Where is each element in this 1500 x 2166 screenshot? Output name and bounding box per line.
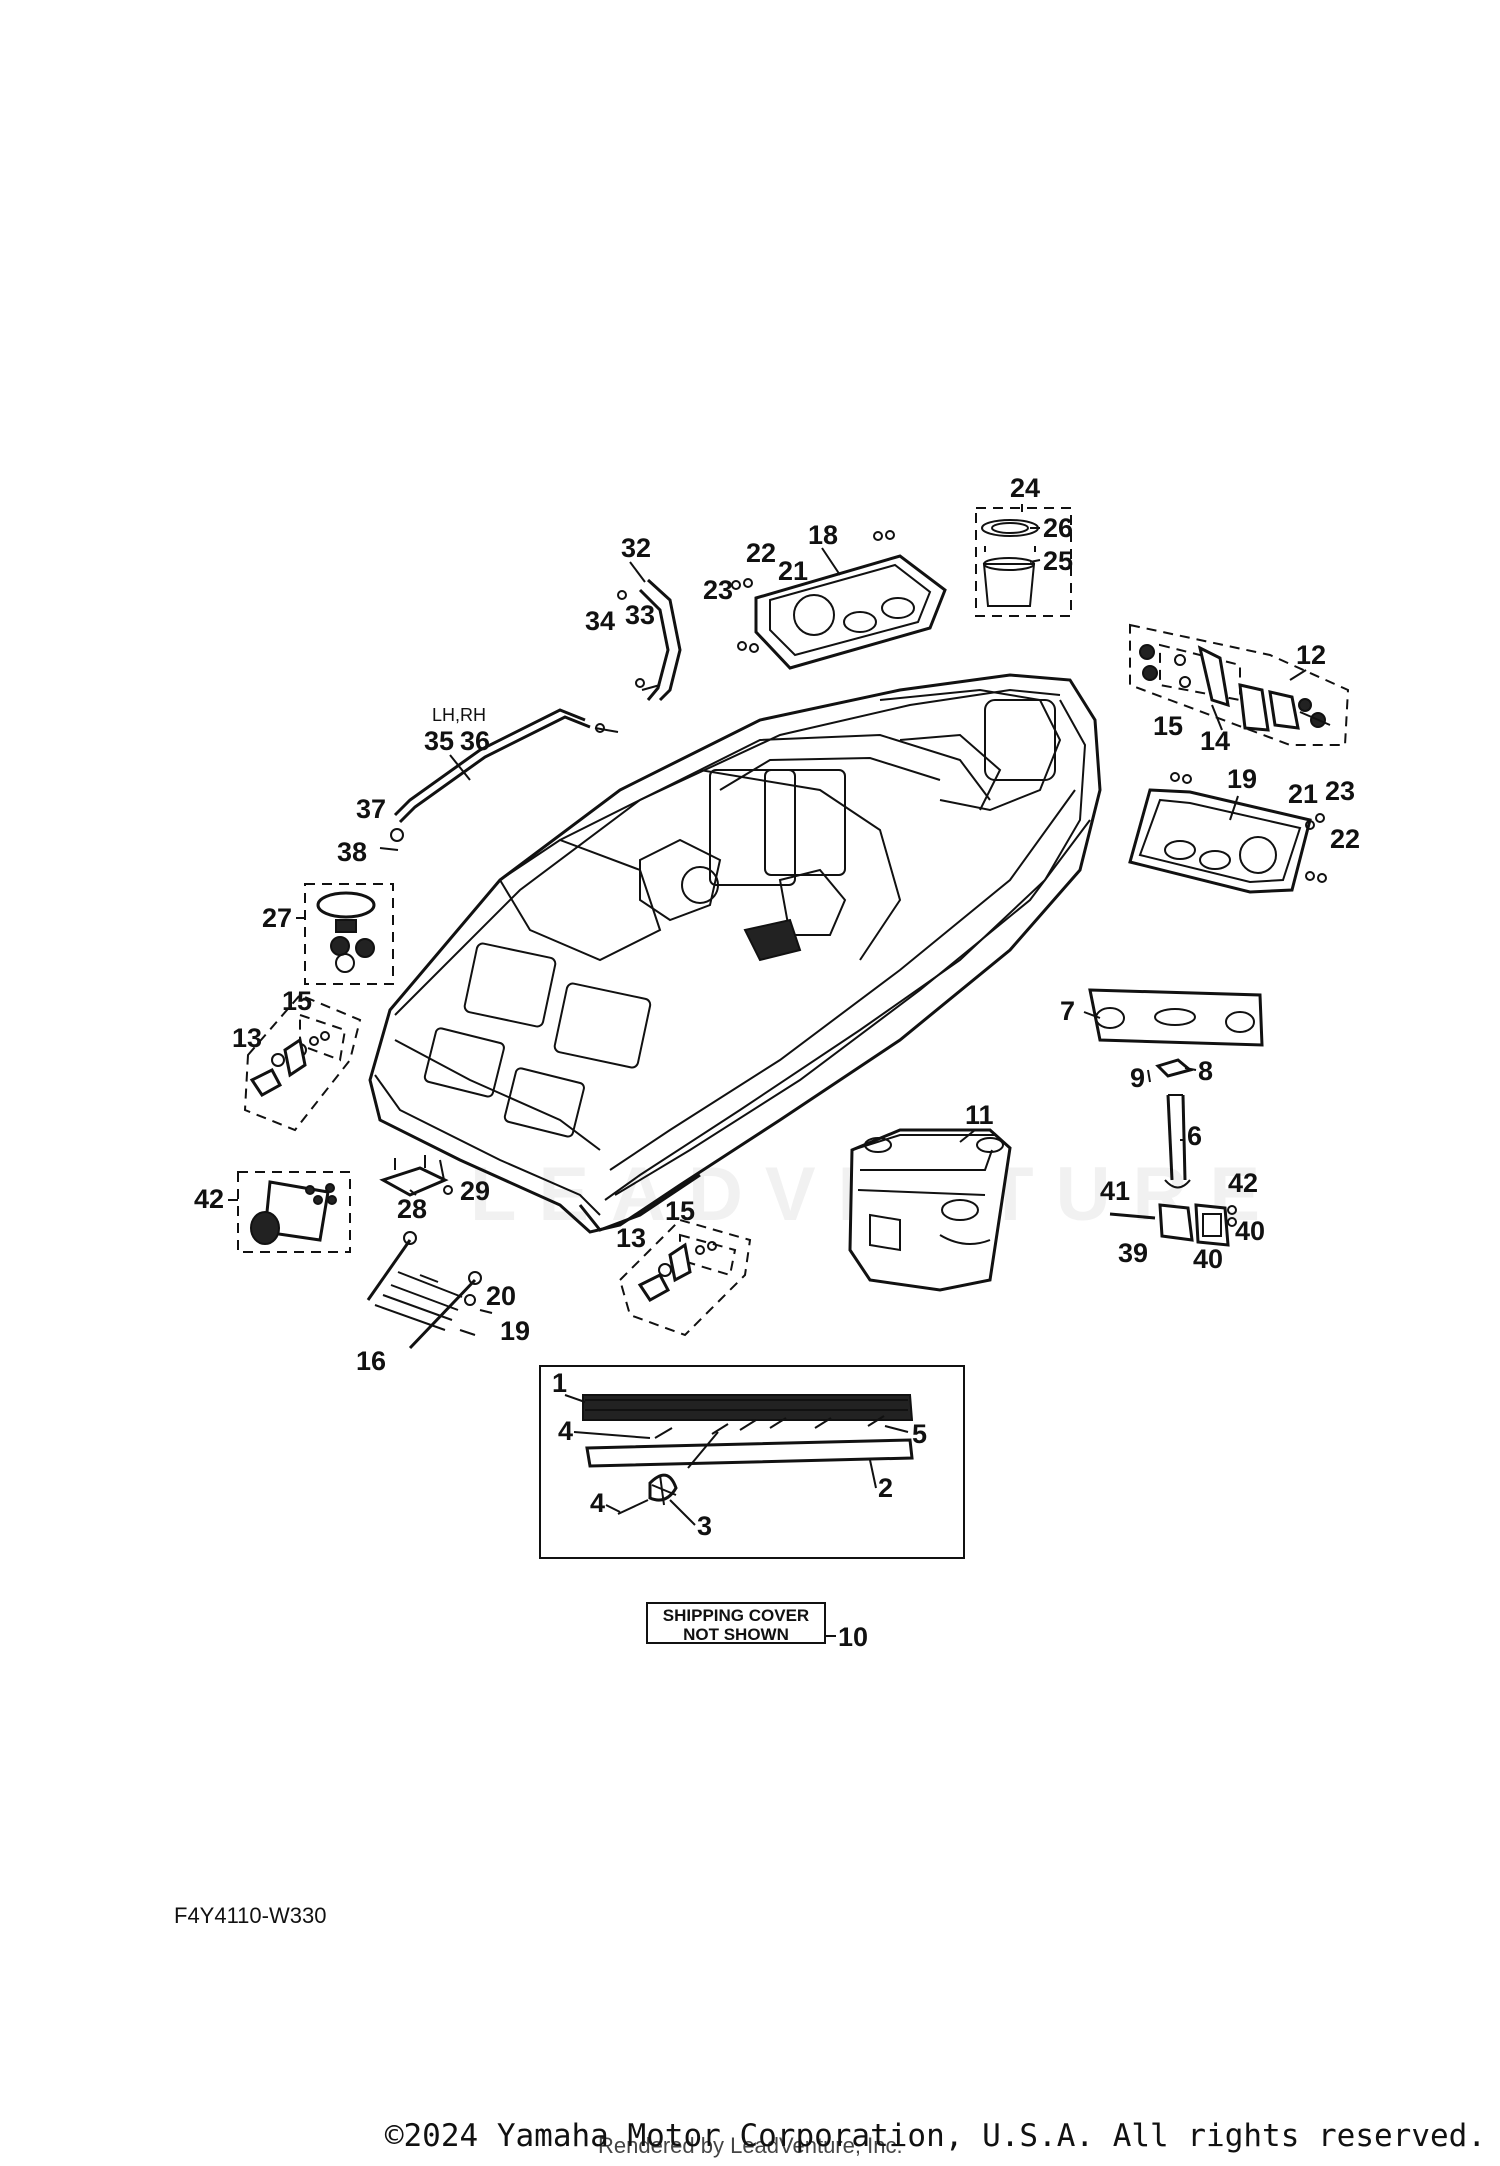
callout-20: 19 [1227, 764, 1257, 794]
boat-hull [368, 673, 1102, 1234]
lid-7 [1088, 988, 1264, 1047]
callout-24: 24 [1010, 473, 1040, 503]
callout-labels: 24 26 25 18 22 21 23 32 33 34 12 15 14 1… [194, 473, 1360, 1652]
callout-42: 42 [194, 1184, 224, 1214]
callout-5: 5 [912, 1419, 927, 1449]
callout-31: 33 [625, 600, 655, 630]
side-rail-33-34 [379, 708, 619, 851]
tray-20 [1128, 772, 1327, 894]
callout-41: 42 [1228, 1168, 1258, 1198]
ladder-16 [366, 1231, 493, 1350]
callout-22b: 22 [1330, 824, 1360, 854]
callout-37: 39 [1118, 1238, 1148, 1268]
tray-19 [731, 530, 947, 670]
callout-17: 19 [500, 1316, 530, 1346]
callout-15c: 15 [665, 1196, 695, 1226]
callout-15b: 15 [282, 986, 312, 1016]
callout-4b: 4 [590, 1488, 605, 1518]
callout-32: 34 [585, 606, 615, 636]
callout-13b: 13 [616, 1223, 646, 1253]
callout-1: 1 [552, 1368, 567, 1398]
callout-23a: 23 [703, 575, 733, 605]
callout-18: 20 [486, 1281, 516, 1311]
cup-holder-24 [975, 507, 1072, 617]
copyright: ©2024 Yamaha Motor Corporation, U.S.A. A… [384, 2118, 1486, 2154]
shipping-cover-note: SHIPPING COVER NOT SHOWN [646, 1602, 826, 1644]
callout-28: 28 [397, 1194, 427, 1224]
callout-12: 12 [1296, 640, 1326, 670]
callout-22a: 22 [746, 538, 776, 568]
callout-40: 40 [1235, 1216, 1265, 1246]
drain-plug-27 [304, 883, 394, 985]
pole-6 [1164, 1094, 1191, 1189]
callout-8: 8 [1198, 1056, 1213, 1086]
callout-16: 16 [356, 1346, 386, 1376]
callout-13a: 13 [232, 1023, 262, 1053]
callout-10: 10 [838, 1622, 868, 1652]
cooler-11 [848, 1128, 1012, 1292]
callout-4a: 4 [558, 1416, 573, 1446]
note-line-2: NOT SHOWN [683, 1625, 789, 1644]
callout-27: 27 [262, 903, 292, 933]
callout-2: 2 [878, 1473, 893, 1503]
callout-25: 25 [1043, 546, 1073, 576]
side-label: LH,RH [432, 705, 486, 725]
callout-38: 40 [1193, 1244, 1223, 1274]
callout-29: 29 [460, 1176, 490, 1206]
callout-23b: 23 [1325, 776, 1355, 806]
callout-30: 32 [621, 533, 651, 563]
callout-11: 11 [965, 1100, 994, 1130]
hardware-group-12 [1129, 623, 1350, 746]
rendered-by: Rendered by LeadVenture, Inc. [598, 2133, 903, 2158]
fitting-8-9 [1147, 1058, 1194, 1083]
hardware-37-41 [1109, 1203, 1237, 1247]
cleat-13-left [243, 993, 362, 1132]
callout-14: 14 [1200, 726, 1230, 756]
callout-9: 9 [1130, 1063, 1145, 1093]
callout-19: 18 [808, 520, 838, 550]
cleat-13-center [618, 1218, 752, 1337]
callout-3: 3 [697, 1511, 712, 1541]
diagram-code: F4Y4110-W330 [174, 1903, 327, 1928]
callout-21b: 21 [1288, 779, 1318, 809]
kit-box [539, 1365, 965, 1559]
callout-26: 26 [1043, 513, 1073, 543]
note-line-1: SHIPPING COVER [662, 1606, 810, 1625]
grab-handle-30 [617, 578, 682, 702]
leader-lines [228, 504, 1307, 1637]
callout-7: 7 [1060, 996, 1075, 1026]
callout-34: 36 [460, 726, 490, 756]
callout-15a: 15 [1153, 711, 1183, 741]
callout-39: 41 [1100, 1176, 1130, 1206]
callout-36: 38 [337, 837, 367, 867]
callout-35: 37 [356, 794, 386, 824]
bracket-28-29 [379, 1155, 453, 1197]
callout-6: 6 [1187, 1121, 1202, 1151]
callout-21a: 21 [778, 556, 808, 586]
callout-33: 35 [424, 726, 454, 756]
horn-42 [237, 1171, 351, 1253]
